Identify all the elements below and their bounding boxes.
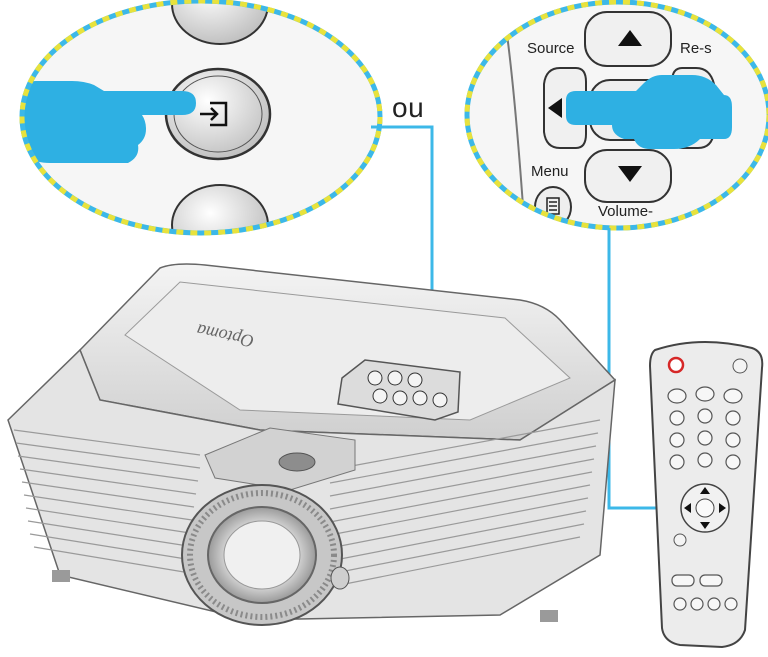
arrow-up-icon [618,30,642,46]
remote-down-button[interactable] [584,149,672,203]
arrow-left-icon [548,98,562,118]
keypad-button-bottom [171,184,269,233]
hand-pointer-icon [22,81,196,163]
connector-label-ou: ou [392,92,425,123]
remote-menu-label: Menu [531,163,569,180]
remote-left-button[interactable] [543,67,587,149]
remote-up-button[interactable] [584,11,672,67]
hand-pointer-icon [566,75,732,149]
projector-control-panel [337,359,461,421]
remote-control [648,341,764,649]
source-input-icon [200,101,228,127]
connector-line-remote [607,228,676,510]
remote-volume-label: Volume- [598,203,654,220]
projector-vents [13,419,601,588]
projector-lens [181,484,343,626]
remote-dpad[interactable] [680,483,730,533]
remote-source-label: Source [527,40,575,57]
ir-sensor [330,566,350,590]
menu-icon [546,197,560,215]
power-icon[interactable] [667,356,685,374]
projector-keypad-callout [19,0,383,236]
arrow-down-icon [618,166,642,182]
remote-resync-label: Re-s [680,40,712,57]
remote-zoom-callout [464,0,768,231]
projector: Optoma [7,263,617,626]
remote-button-grid [667,386,743,470]
enter-icon [695,498,715,518]
